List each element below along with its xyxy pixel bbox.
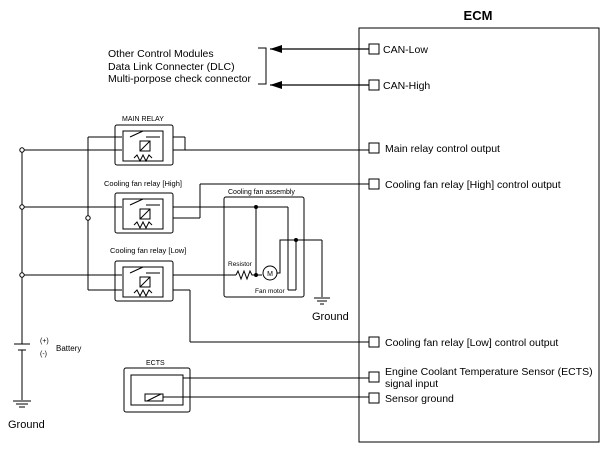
cooling-fan-assembly: Cooling fan assembly Resistor M Fan moto… — [223, 189, 323, 298]
svg-text:Battery: Battery — [56, 344, 81, 353]
svg-text:Cooling fan relay [High]: Cooling fan relay [High] — [104, 179, 182, 188]
svg-text:Cooling fan relay [Low] contro: Cooling fan relay [Low] control output — [385, 337, 558, 349]
svg-text:(+): (+) — [40, 338, 49, 345]
power-bus — [19, 136, 122, 340]
fan-ground: Ground — [312, 297, 349, 323]
svg-text:Main relay control output: Main relay control output — [385, 143, 500, 155]
svg-text:M: M — [267, 271, 273, 278]
svg-text:(-): (-) — [40, 351, 47, 358]
svg-text:Multi-porpose check connector: Multi-porpose check connector — [108, 73, 251, 85]
can-low-line — [270, 45, 369, 53]
resistor-icon — [235, 269, 256, 281]
arrow-left-icon — [270, 81, 282, 89]
svg-text:Fan motor: Fan motor — [255, 288, 285, 295]
arrow-left-icon — [270, 45, 282, 53]
svg-text:Data Link Connecter (DLC): Data Link Connecter (DLC) — [108, 61, 235, 73]
svg-text:MAIN RELAY: MAIN RELAY — [122, 116, 164, 123]
ecm-title: ECM — [464, 8, 493, 23]
can-high-line — [270, 81, 369, 89]
ecm-pin-can-low: CAN-Low — [368, 43, 428, 56]
battery-ground: Ground — [8, 400, 45, 431]
ecm-pin-fan-high-output: Cooling fan relay [High] control output — [368, 178, 561, 191]
main-relay: MAIN RELAY — [114, 116, 369, 166]
svg-text:Cooling fan assembly: Cooling fan assembly — [228, 189, 295, 196]
ecm-module: ECM CAN-Low CAN-High Main relay control … — [358, 8, 600, 443]
fan-relay-low: Cooling fan relay [Low] — [110, 246, 369, 343]
svg-text:Resistor: Resistor — [228, 261, 253, 268]
svg-text:signal input: signal input — [385, 378, 438, 390]
ecm-pin-ects-input: Engine Coolant Temperature Sensor (ECTS)… — [368, 366, 593, 390]
svg-text:ECTS: ECTS — [146, 360, 165, 367]
svg-text:CAN-High: CAN-High — [383, 80, 430, 92]
ecm-pin-main-relay-output: Main relay control output — [368, 142, 500, 155]
svg-text:Cooling fan relay [High] contr: Cooling fan relay [High] control output — [385, 179, 561, 191]
ecm-pin-can-high: CAN-High — [368, 79, 430, 92]
svg-text:Engine Coolant Temperature Sen: Engine Coolant Temperature Sensor (ECTS) — [385, 366, 593, 378]
fan-relay-high: Cooling fan relay [High] — [104, 179, 369, 234]
ecm-pin-fan-low-output: Cooling fan relay [Low] control output — [368, 336, 558, 349]
ecm-pin-sensor-ground: Sensor ground — [368, 392, 454, 405]
svg-text:Ground: Ground — [312, 311, 349, 323]
svg-text:Other Control Modules: Other Control Modules — [108, 48, 214, 60]
svg-text:Ground: Ground — [8, 419, 45, 431]
svg-text:Sensor ground: Sensor ground — [385, 393, 454, 405]
svg-text:CAN-Low: CAN-Low — [383, 44, 428, 56]
other-modules-block: Other Control Modules Data Link Connecte… — [108, 47, 267, 85]
svg-text:Cooling fan relay [Low]: Cooling fan relay [Low] — [110, 246, 186, 255]
battery: (+) (-) Battery — [14, 338, 81, 400]
ects-sensor: ECTS — [123, 360, 369, 413]
